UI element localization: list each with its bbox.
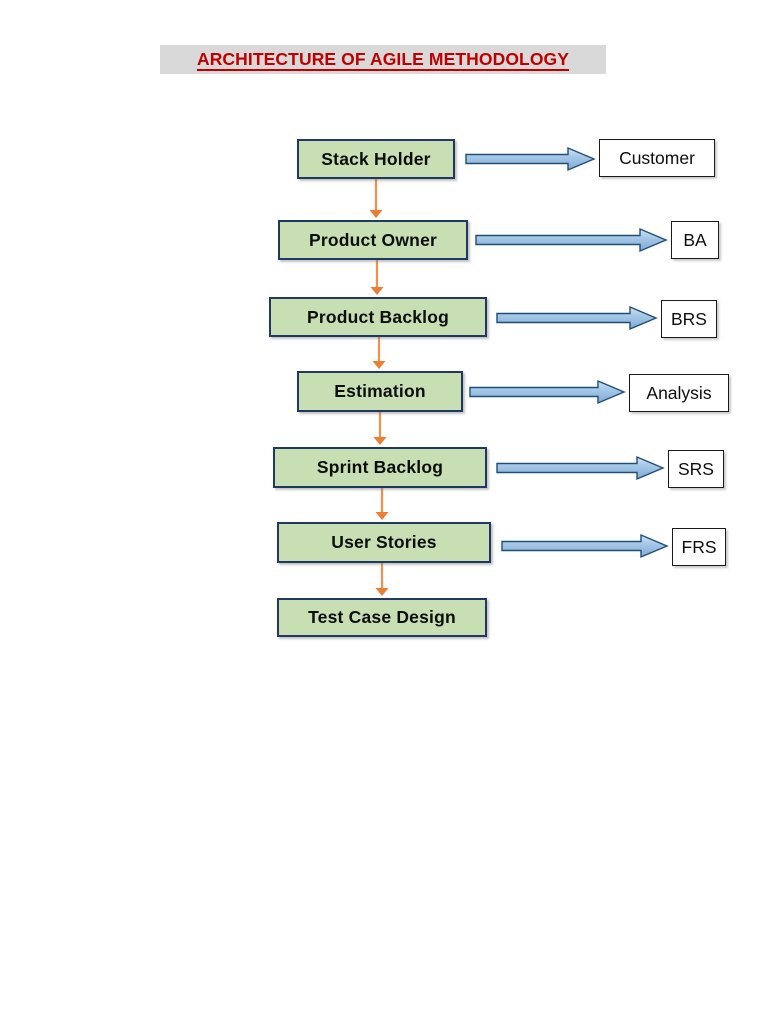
artifact-box-frs[interactable]: FRS bbox=[672, 528, 726, 566]
artifact-box-srs[interactable]: SRS bbox=[668, 450, 724, 488]
connector-arrowhead-icon bbox=[375, 588, 389, 596]
stage-box-product-owner[interactable]: Product Owner bbox=[278, 220, 468, 260]
block-arrow-stack-holder-to-customer bbox=[465, 146, 596, 172]
block-arrow-sprint-backlog-to-srs bbox=[496, 455, 665, 481]
page-title-text: ARCHITECTURE OF AGILE METHODOLOGY bbox=[196, 49, 570, 69]
connector-arrowhead-icon bbox=[375, 512, 389, 520]
stage-box-estimation[interactable]: Estimation bbox=[297, 371, 463, 412]
artifact-box-label: BRS bbox=[671, 308, 707, 329]
stage-box-label: Sprint Backlog bbox=[316, 457, 444, 477]
connector-estimation-to-sprint-backlog bbox=[373, 412, 387, 445]
stage-box-product-backlog[interactable]: Product Backlog bbox=[269, 297, 487, 337]
stage-box-label: Stack Holder bbox=[321, 148, 431, 169]
connector-arrowhead-icon bbox=[372, 361, 386, 369]
artifact-box-label: BA bbox=[683, 229, 707, 250]
artifact-box-analysis[interactable]: Analysis bbox=[629, 374, 729, 412]
artifact-box-ba[interactable]: BA bbox=[671, 221, 719, 259]
artifact-box-brs[interactable]: BRS bbox=[661, 300, 717, 338]
connector-product-owner-to-product-backlog bbox=[370, 260, 384, 295]
block-arrow-estimation-to-analysis bbox=[469, 379, 626, 405]
stage-box-label: Estimation bbox=[334, 381, 426, 401]
connector-user-stories-to-test-case-design bbox=[375, 563, 389, 596]
connector-arrowhead-icon bbox=[373, 437, 387, 445]
stage-box-label: Product Owner bbox=[308, 229, 438, 250]
block-arrow-product-owner-to-ba bbox=[475, 227, 668, 253]
connector-product-backlog-to-estimation bbox=[372, 337, 386, 369]
stage-box-stack-holder[interactable]: Stack Holder bbox=[297, 139, 455, 179]
connector-arrowhead-icon bbox=[370, 287, 384, 295]
artifact-box-label: Analysis bbox=[646, 382, 712, 403]
stage-box-label: Product Backlog bbox=[306, 306, 450, 327]
artifact-box-label: Customer bbox=[619, 147, 695, 168]
stage-box-user-stories[interactable]: User Stories bbox=[277, 522, 491, 563]
stage-box-label: User Stories bbox=[331, 532, 437, 552]
connector-sprint-backlog-to-user-stories bbox=[375, 488, 389, 520]
stage-box-test-case-design[interactable]: Test Case Design bbox=[277, 598, 487, 637]
connector-stack-holder-to-product-owner bbox=[369, 179, 383, 218]
page-title: ARCHITECTURE OF AGILE METHODOLOGY bbox=[160, 45, 606, 74]
artifact-box-customer[interactable]: Customer bbox=[599, 139, 715, 177]
stage-box-sprint-backlog[interactable]: Sprint Backlog bbox=[273, 447, 487, 488]
connector-arrowhead-icon bbox=[369, 210, 383, 218]
artifact-box-label: FRS bbox=[681, 536, 717, 557]
block-arrow-user-stories-to-frs bbox=[501, 533, 669, 559]
artifact-box-label: SRS bbox=[678, 458, 714, 479]
block-arrow-product-backlog-to-brs bbox=[496, 305, 658, 331]
stage-box-label: Test Case Design bbox=[308, 607, 456, 627]
